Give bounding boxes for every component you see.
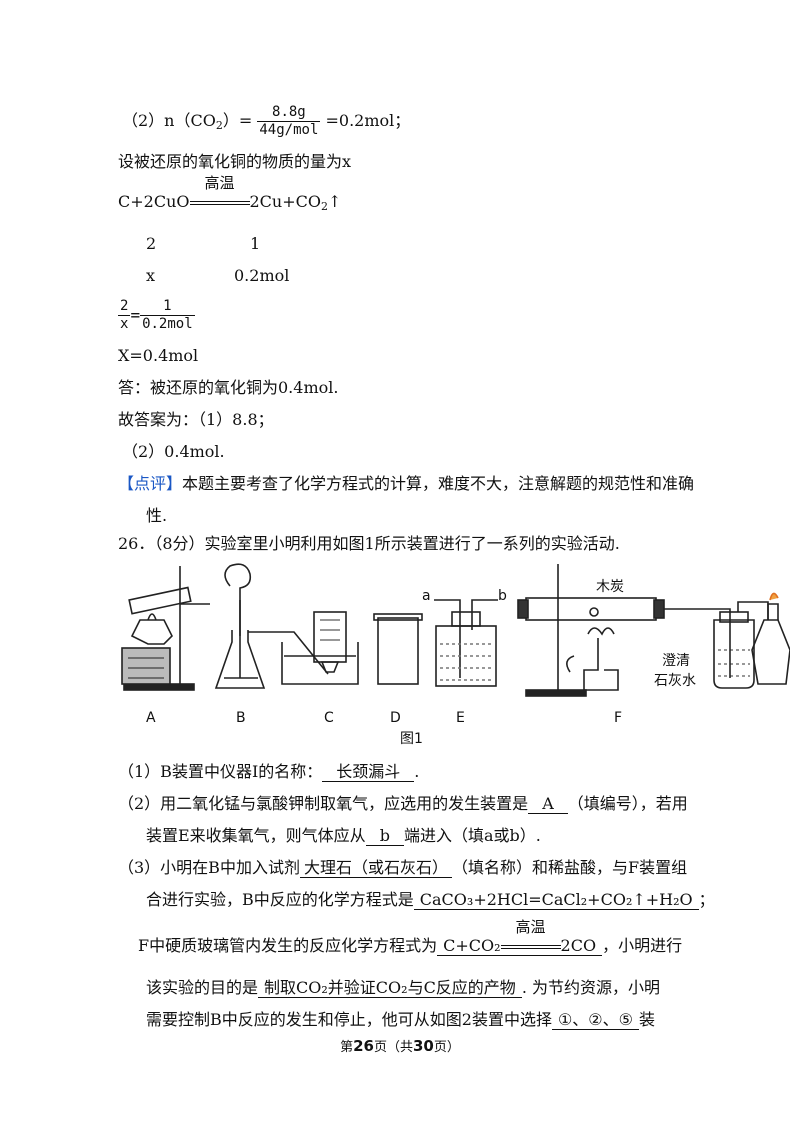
p3d-text: 该实验的目的是 — [146, 978, 259, 997]
footer-post: 页） — [433, 1040, 460, 1055]
comment-line: 【点评】本题主要考查了化学方程式的计算，难度不大，注意解题的规范性和准确 — [118, 474, 694, 493]
reaction-sub: 2 — [321, 200, 328, 213]
mol-denominator: 44g/mol — [259, 121, 319, 138]
apparatus-drawing — [121, 563, 791, 697]
ratio-num-2: 1 — [140, 298, 195, 316]
question-26-title: 26．（8分）实验室里小明利用如图1所示装置进行了一系列的实验活动. — [118, 534, 620, 553]
label-charcoal: 木炭 — [596, 579, 624, 595]
mol-prefix: （2）n（CO — [122, 110, 216, 130]
p3b-answer: CaCO₃+2HCl=CaCl₂+CO₂↑+H₂O — [413, 890, 699, 911]
answer-text: 答：被还原的氧化铜为0.4mol. — [118, 378, 339, 397]
reaction-condition: 高温 — [189, 174, 250, 211]
p3c-text: F中硬质玻璃管内发生的反应化学方程式为 — [138, 936, 438, 955]
comment-line-2: 性. — [146, 506, 168, 525]
q26-part-3: （3）小明在B中加入试剂大理石（或石灰石）（填名称）和稀盐酸，与F装置组 — [118, 858, 688, 879]
comment-text: 本题主要考查了化学方程式的计算，难度不大，注意解题的规范性和准确 — [182, 474, 695, 493]
figure-1: a b 木炭 澄清 石灰水 A B C D E F 图1 — [118, 560, 791, 750]
p3c-cond-label: 高温 — [515, 918, 546, 936]
mol-fraction: 8.8g 44g/mol — [257, 104, 321, 139]
footer-pre: 第 — [340, 1040, 354, 1055]
comment-tag: 【点评】 — [118, 474, 183, 493]
mol-sub: 2 — [215, 118, 223, 132]
q26-part-3d: 该实验的目的是制取CO₂并验证CO₂与C反应的产物. 为节约资源，小明 — [146, 978, 660, 999]
assumption-text: 设被还原的氧化铜的物质的量为x — [118, 152, 352, 171]
ratio-frac-1: 2 x — [118, 298, 131, 333]
p1-answer: 长颈漏斗 — [322, 762, 415, 783]
ratio-den-2: 0.2mol — [142, 315, 193, 332]
ratio-num-1: 2 — [118, 298, 131, 316]
p3d-answer: 制取CO₂并验证CO₂与C反应的产物 — [258, 978, 522, 999]
var-a: x — [146, 266, 156, 285]
p3c-right: 2CO — [560, 936, 597, 955]
final-answer-2: （2）0.4mol. — [122, 442, 225, 461]
coef-a: 2 — [146, 234, 157, 253]
p3e-text: 需要控制B中反应的发生和停止，他可从如图2装置中选择 — [146, 1010, 552, 1029]
page-footer: 第26页（共30页） — [0, 1036, 800, 1055]
p2-answer: A — [528, 794, 568, 815]
page-number: 26 — [353, 1037, 374, 1055]
footer-mid: 页（共 — [373, 1040, 413, 1055]
q26-part-1: （1）B装置中仪器Ⅰ的名称：长颈漏斗. — [118, 762, 420, 783]
reaction-arrow: ↑ — [328, 192, 342, 211]
coef-b: 1 — [250, 234, 261, 253]
label-F: F — [614, 710, 623, 726]
p3c-left: C+CO₂ — [443, 936, 501, 955]
label-E: E — [456, 710, 465, 726]
x-value: X=0.4mol — [118, 346, 199, 365]
p2b-text: 装置E来收集氧气，则气体应从 — [146, 826, 366, 845]
p2-post: （填编号），若用 — [567, 794, 688, 813]
p2b-answer: b — [365, 826, 404, 847]
mol-numerator: 8.8g — [257, 104, 321, 122]
page-total: 30 — [413, 1037, 434, 1055]
p3c-post: ，小明进行 — [602, 936, 683, 955]
p3d-post: . 为节约资源，小明 — [521, 978, 660, 997]
p3b-text: 合进行实验，B中反应的化学方程式是 — [146, 890, 414, 909]
p3b-post: ； — [698, 890, 715, 909]
q26-part-3c: F中硬质玻璃管内发生的反应化学方程式为 C+CO₂ 高温 2CO ，小明进行 — [138, 918, 683, 956]
label-D: D — [390, 710, 401, 726]
reaction-left: C+2CuO — [118, 192, 190, 211]
label-B: B — [236, 710, 246, 726]
p3e-post: 装 — [639, 1010, 656, 1029]
reaction-equation: C+2CuO 高温 2Cu+CO2↑ — [118, 174, 342, 213]
ratio-frac-2: 1 0.2mol — [140, 298, 195, 333]
label-A: A — [146, 710, 156, 726]
p3c-condition: 高温 — [500, 918, 561, 955]
mol-result: =0.2mol； — [325, 110, 411, 130]
label-limewater-2: 石灰水 — [654, 673, 696, 689]
p3-text: （3）小明在B中加入试剂 — [118, 858, 300, 877]
p2b-post: 端进入（填a或b）. — [403, 826, 541, 845]
label-C: C — [324, 710, 334, 726]
var-b: 0.2mol — [234, 266, 290, 285]
label-a-port: a — [422, 588, 431, 604]
reaction-right: 2Cu+CO — [249, 192, 322, 211]
mol-eq: ）= — [222, 110, 253, 130]
p1-text: （1）B装置中仪器Ⅰ的名称： — [118, 762, 323, 781]
ratio-den-1: x — [120, 315, 129, 332]
p3e-answer: ①、②、⑤ — [551, 1010, 639, 1031]
p3-answer: 大理石（或石灰石） — [299, 858, 452, 879]
condition-label: 高温 — [204, 174, 235, 192]
p1-post: . — [414, 762, 420, 781]
label-limewater-1: 澄清 — [662, 653, 690, 669]
solution-line-2: （2）n（CO2）= 8.8g 44g/mol =0.2mol； — [122, 104, 410, 139]
p3c-answer: C+CO₂ 高温 2CO — [437, 918, 603, 956]
p3-post: （填名称）和稀盐酸，与F装置组 — [451, 858, 688, 877]
p2-text: （2）用二氧化锰与氯酸钾制取氧气，应选用的发生装置是 — [118, 794, 529, 813]
label-b-port: b — [498, 588, 507, 604]
figure-caption: 图1 — [400, 731, 423, 747]
final-answer-1: 故答案为：（1）8.8； — [118, 410, 274, 429]
ratio-equation: 2 x = 1 0.2mol — [118, 298, 195, 333]
